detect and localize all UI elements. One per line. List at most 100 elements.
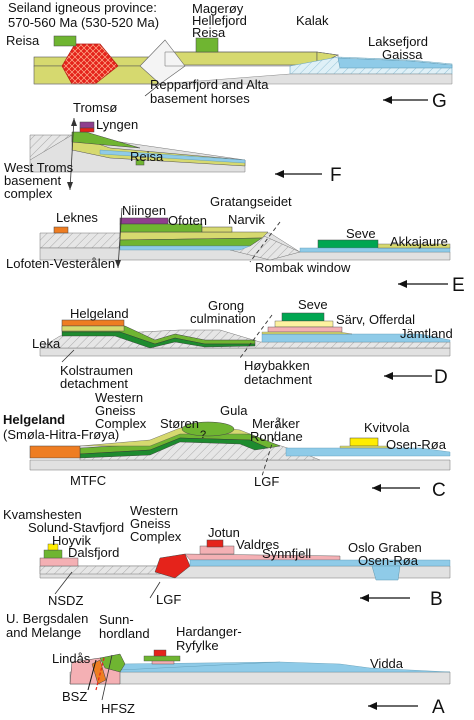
western-label-2: Gneiss [95, 403, 136, 418]
section-c: Western Gneiss Complex Gula Støren Meråk… [3, 390, 451, 501]
section-c-letter: C [432, 480, 446, 501]
section-e: Leknes Niingen Ofoten Gratangseidet Narv… [6, 194, 465, 296]
sunnhordland-label-2: hordland [99, 626, 150, 641]
oslo-graben-unit [371, 565, 401, 581]
tromso-red [79, 127, 95, 133]
section-d: Grong culmination Seve Helgeland Särv, O… [32, 297, 453, 391]
sarv-label: Särv, Offerdal [336, 312, 415, 327]
tromso-nappe [79, 121, 95, 129]
helgeland-label: Helgeland [70, 306, 129, 321]
section-g-letter: G [432, 91, 447, 112]
laksefjord-label: Laksefjord [368, 34, 428, 49]
question-mark: ? [200, 429, 206, 441]
seve-unit [281, 312, 325, 322]
reisa-label-f: Reisa [130, 149, 164, 164]
section-b-letter: B [430, 589, 443, 610]
west-troms-label-1: West Troms [4, 160, 74, 175]
section-d-letter: D [434, 367, 448, 388]
rondane-label: Rondane [250, 429, 303, 444]
hoybakken-label-2: detachment [244, 372, 312, 387]
blue-unit [99, 149, 246, 164]
lyngen-label: Lyngen [96, 117, 138, 132]
lgf-label: LGF [254, 474, 279, 489]
offerdal-unit [267, 326, 343, 333]
leknes-label: Leknes [56, 210, 98, 225]
basement [29, 459, 451, 471]
tromso-label: Tromsø [73, 100, 117, 115]
western-label-b1: Western [130, 503, 178, 518]
lofoten-label: Lofoten-Vesterålen [6, 256, 115, 271]
osen-roa-label-b: Osen-Røa [358, 553, 419, 568]
niingen-label: Niingen [122, 203, 166, 218]
osen-roa-label: Osen-Røa [386, 437, 447, 452]
gula-label: Gula [220, 403, 248, 418]
leka-label: Leka [32, 336, 61, 351]
smola-label: (Smøla-Hitra-Frøya) [3, 427, 119, 442]
ofoten-label: Ofoten [168, 213, 207, 228]
oslo-graben-label: Oslo Graben [348, 540, 422, 555]
reisa-label-2: Reisa [192, 25, 226, 40]
seve-unit [317, 239, 379, 249]
blue-unit [119, 245, 251, 251]
hoyvik-unit [43, 549, 63, 559]
jotun-unit [206, 539, 224, 548]
sunnhordland-label-1: Sunn- [99, 612, 134, 627]
western-label-b3: Complex [130, 529, 182, 544]
basement [34, 73, 453, 85]
osen-roa-unit [285, 447, 451, 457]
helgeland-yellow [61, 325, 125, 332]
lindas-label: Lindås [52, 651, 91, 666]
kvamshesten-label: Kvamshesten [3, 507, 82, 522]
bergsdalen-label-2: and Melange [6, 625, 81, 640]
reisa-small [135, 159, 145, 166]
section-f-letter: F [330, 165, 342, 186]
hoybakken-label-1: Høybakken [244, 358, 310, 373]
section-a: U. Bergsdalen and Melange Sunn- hordland… [6, 611, 451, 718]
gaissa-label: Gaissa [382, 47, 423, 62]
bergsdalen-unit [91, 659, 107, 685]
lgf-label-b: LGF [156, 592, 181, 607]
jotun-label: Jotun [208, 525, 240, 540]
helgeland-unit [29, 445, 81, 459]
bsz-label: BSZ [62, 689, 87, 704]
section-f: Tromsø Lyngen Reisa West Troms basement … [4, 100, 342, 201]
dalsfjord-label: Dalsfjord [68, 545, 119, 560]
jamtland-label: Jämtland [400, 326, 453, 341]
nsdz-label: NSDZ [48, 593, 83, 608]
valdres-label: Valdres [236, 537, 280, 552]
lofoten-basement [39, 232, 121, 249]
grong-label-2: culmination [190, 311, 256, 326]
magerøy-label: Magerøy [192, 1, 244, 16]
akkajaure-unit [299, 247, 451, 253]
synnfjell-label: Synnfjell [262, 546, 311, 561]
hfsz-label: HFSZ [101, 701, 135, 716]
hardanger-label-1: Hardanger- [176, 624, 242, 639]
hoyvik-label: Hoyvik [52, 533, 92, 548]
seve-label: Seve [346, 226, 376, 241]
basement [69, 671, 451, 685]
kolstraumen-label-1: Kolstraumen [60, 363, 133, 378]
kolstraumen-label-2: detachment [60, 376, 128, 391]
vidda-label: Vidda [370, 656, 404, 671]
seve-label-d: Seve [298, 297, 328, 312]
narvik-label: Narvik [228, 212, 265, 227]
seiland-label-2: 570-560 Ma (530-520 Ma) [8, 15, 159, 30]
sunnhordland-unit [99, 653, 126, 673]
grong-label-1: Grong [208, 298, 244, 313]
reisa-label: Reisa [6, 33, 40, 48]
hellefjord-label: Hellefjord [192, 13, 247, 28]
red-wedge [154, 553, 191, 579]
kalak-label: Kalak [296, 13, 329, 28]
akkajaure-label: Akkajaure [390, 234, 448, 249]
rombak-label: Rombak window [255, 260, 351, 275]
helgeland-label-c: Helgeland [3, 412, 65, 427]
kvitvola-label: Kvitvola [364, 420, 410, 435]
section-e-letter: E [452, 275, 465, 296]
dark-green-unit [79, 437, 269, 459]
akkajaure-yellow [377, 243, 451, 249]
repparfjord-label-2: basement horses [150, 91, 250, 106]
kvitvola-unit [349, 437, 379, 447]
mtfc-label: MTFC [70, 473, 106, 488]
narvik-unit [201, 226, 233, 233]
